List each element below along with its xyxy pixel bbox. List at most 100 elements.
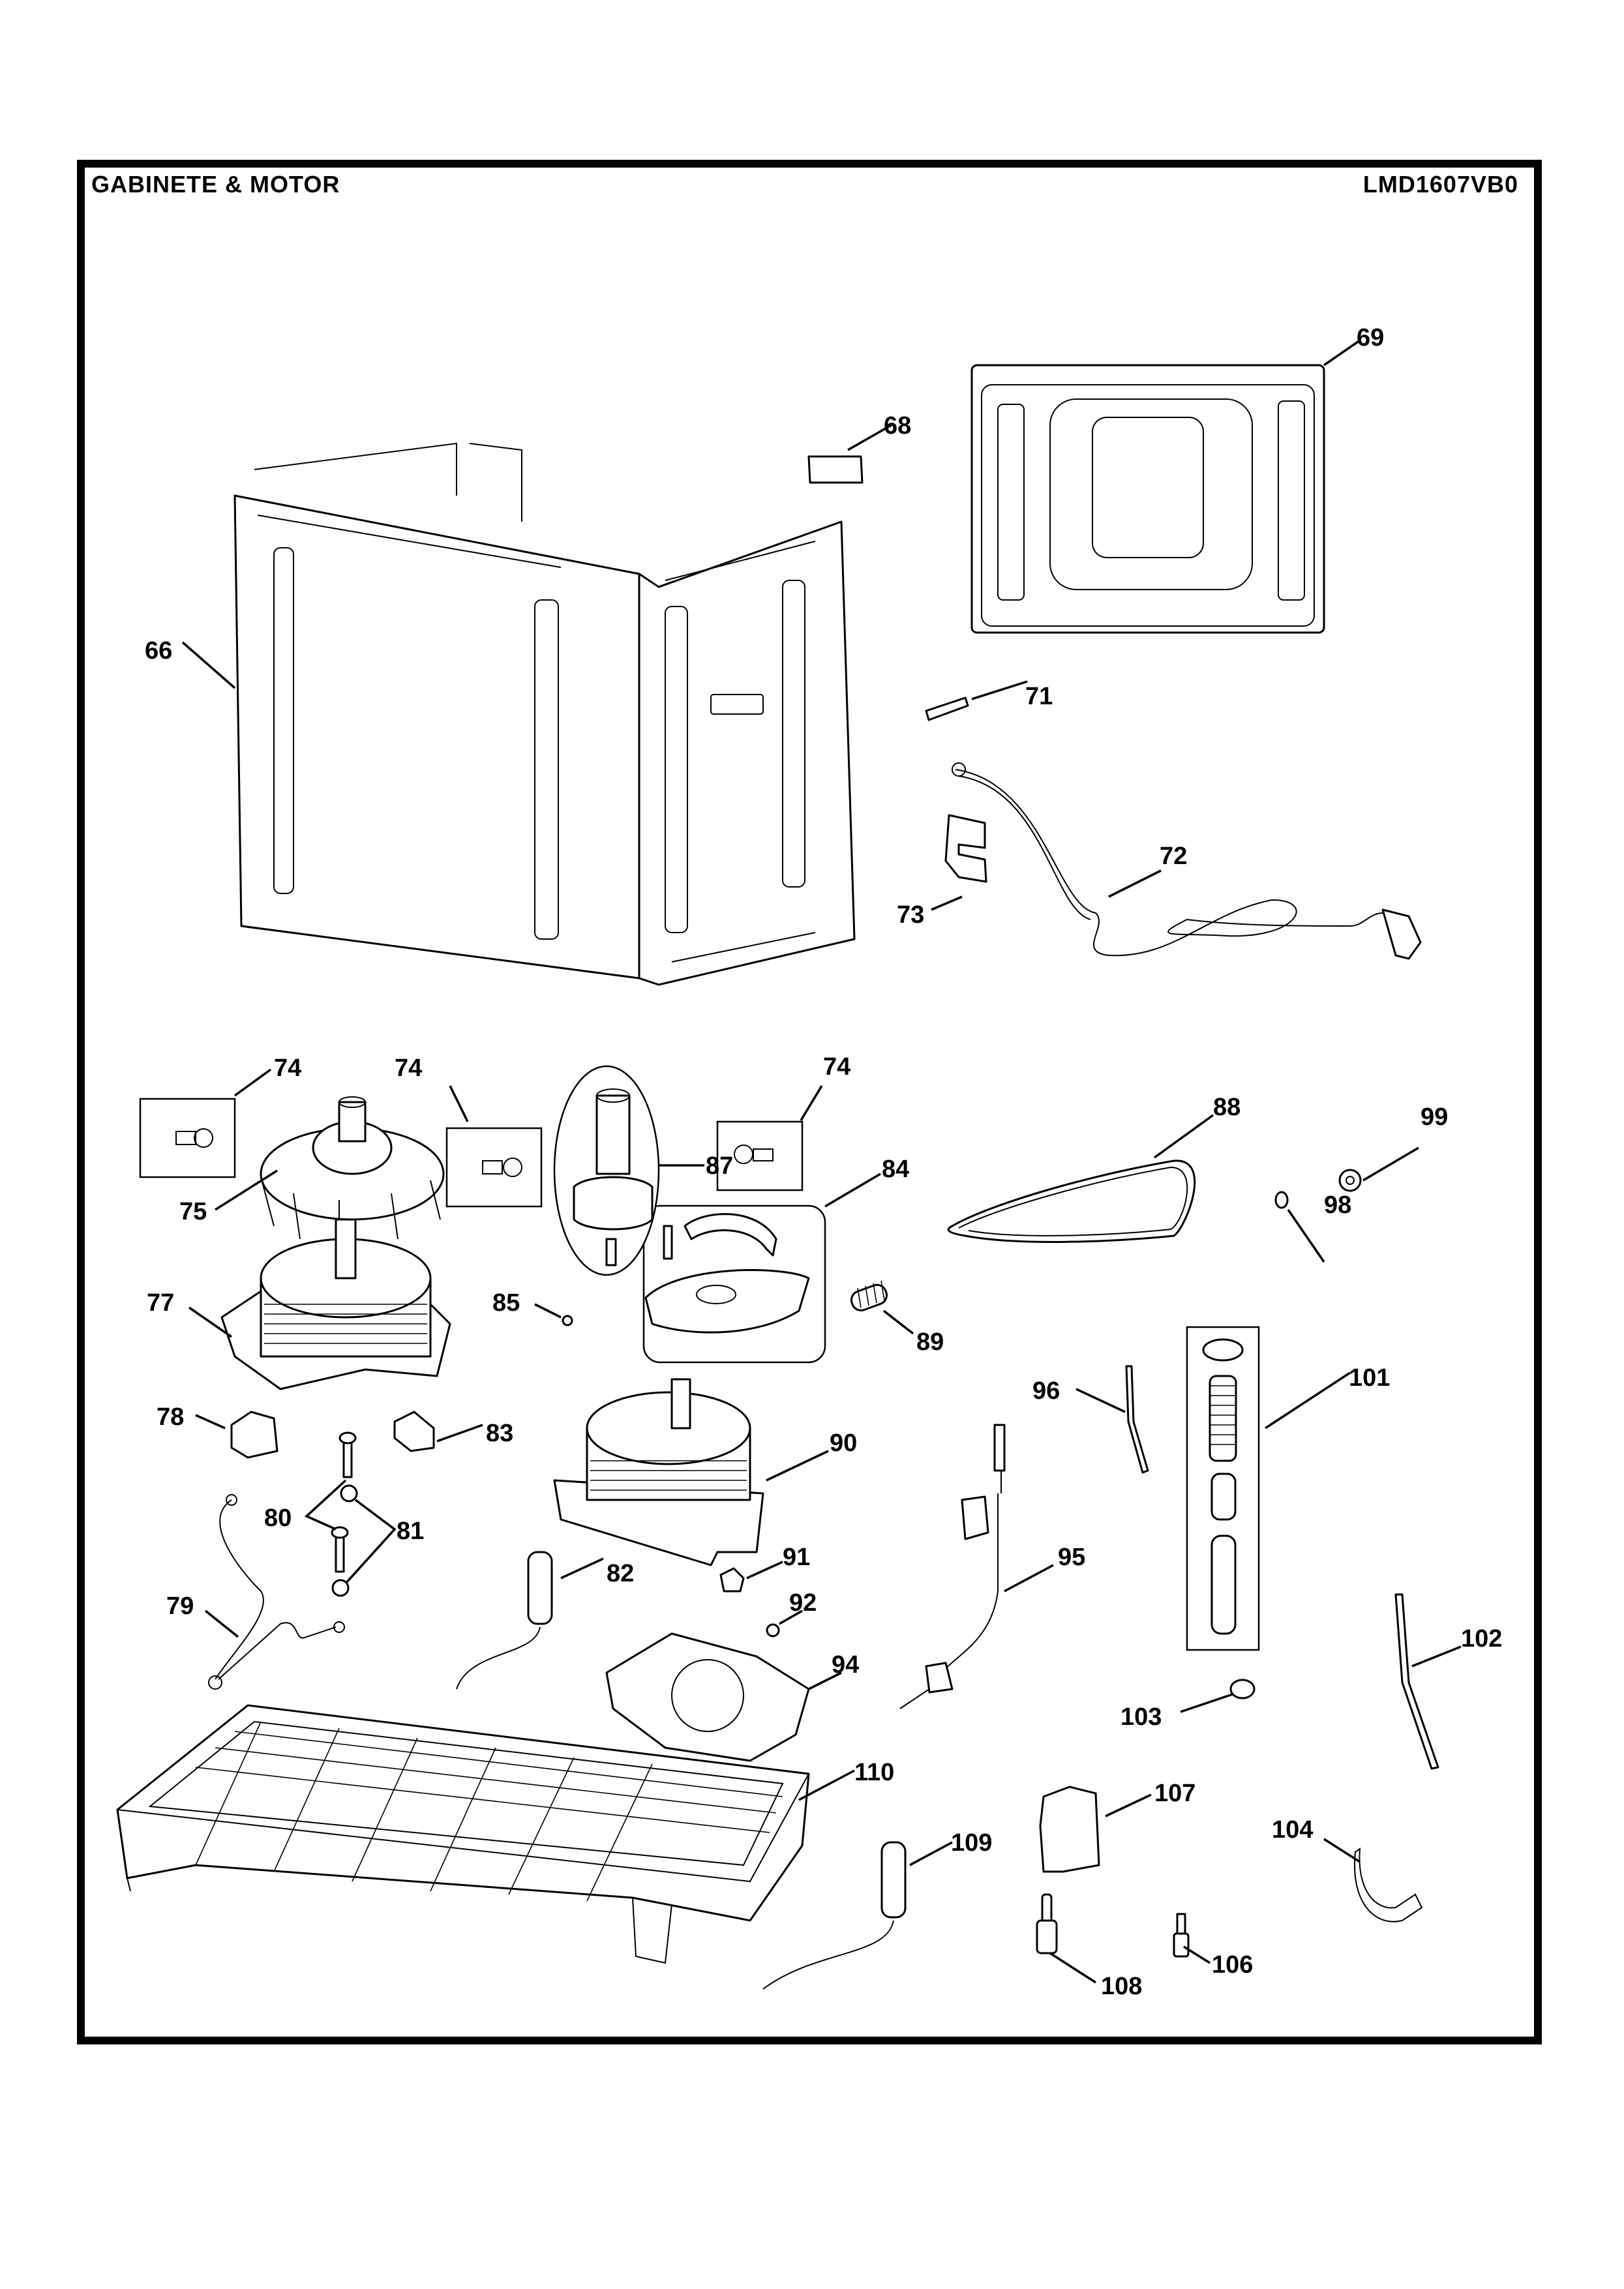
label-78: 78	[157, 1403, 184, 1431]
label-75: 75	[179, 1198, 207, 1225]
leader-96	[1075, 1388, 1126, 1413]
part-75-motor-pulley[interactable]	[260, 1096, 445, 1246]
leader-89	[882, 1309, 914, 1335]
leader-83	[436, 1424, 483, 1443]
label-74a: 74	[274, 1055, 301, 1082]
part-96-cable-tie[interactable]	[1125, 1365, 1149, 1474]
part-80-screw[interactable]	[331, 1431, 357, 1573]
part-82-capacitor[interactable]	[456, 1551, 553, 1690]
part-91-bushing[interactable]	[719, 1567, 745, 1593]
label-102: 102	[1461, 1625, 1502, 1653]
label-71: 71	[1025, 683, 1053, 710]
leader-74b	[449, 1085, 469, 1122]
label-101: 101	[1349, 1364, 1390, 1392]
part-69-top-frame[interactable]	[970, 364, 1325, 634]
label-74b: 74	[395, 1055, 422, 1082]
part-88-v-belt[interactable]	[947, 1159, 1196, 1243]
leader-103	[1180, 1693, 1233, 1713]
leader-75	[215, 1169, 278, 1211]
part-73-cord-clamp[interactable]	[944, 814, 987, 883]
model-number: LMD1607VB0	[1362, 171, 1518, 198]
part-94-mounting-plate[interactable]	[605, 1632, 810, 1762]
part-95-drain-motor-wire[interactable]	[899, 1424, 1006, 1709]
label-89: 89	[916, 1328, 944, 1356]
diagram-frame	[77, 160, 1542, 2044]
part-87-coupling[interactable]	[553, 1065, 660, 1276]
label-104: 104	[1272, 1816, 1313, 1844]
label-72: 72	[1160, 843, 1187, 870]
label-81: 81	[397, 1518, 424, 1545]
part-89-spring[interactable]	[849, 1280, 889, 1313]
leader-85	[534, 1303, 562, 1319]
label-92: 92	[789, 1589, 817, 1617]
leader-79	[204, 1609, 239, 1638]
leader-110	[798, 1769, 855, 1801]
label-106: 106	[1212, 1951, 1253, 1979]
leader-98	[1287, 1209, 1325, 1263]
leader-80	[304, 1479, 347, 1531]
part-98-nut[interactable]	[1274, 1191, 1289, 1209]
label-69: 69	[1357, 324, 1384, 352]
leader-101	[1265, 1371, 1351, 1429]
part-104-hose-clamp[interactable]	[1354, 1847, 1423, 1922]
leader-66	[181, 641, 236, 689]
label-74c: 74	[823, 1053, 850, 1081]
leader-73	[931, 895, 963, 911]
part-74-bolt-set-a[interactable]	[139, 1098, 236, 1178]
part-81-lock-washer[interactable]	[331, 1484, 358, 1597]
label-95: 95	[1058, 1544, 1085, 1571]
leader-91	[746, 1561, 783, 1579]
part-107-insulation-pad[interactable]	[1039, 1786, 1100, 1873]
label-66: 66	[145, 637, 172, 665]
part-109-capacitor[interactable]	[762, 1841, 907, 1990]
part-84-brake-assembly[interactable]	[642, 1204, 826, 1364]
part-77-wash-motor[interactable]	[220, 1218, 451, 1390]
label-96: 96	[1032, 1377, 1060, 1405]
part-66-cabinet[interactable]	[233, 442, 856, 986]
leader-108	[1049, 1952, 1096, 1984]
part-108-leveling-foot[interactable]	[1036, 1893, 1058, 1954]
label-84: 84	[882, 1156, 909, 1183]
part-85-nut[interactable]	[562, 1315, 573, 1326]
leader-104	[1323, 1838, 1361, 1863]
part-78-motor-cushion[interactable]	[230, 1411, 278, 1459]
label-85: 85	[492, 1289, 520, 1317]
part-110-base[interactable]	[116, 1704, 810, 1964]
part-83-rubber-foot[interactable]	[393, 1411, 435, 1452]
label-107: 107	[1154, 1780, 1195, 1807]
part-74-bolt-set-b[interactable]	[445, 1127, 543, 1208]
label-73: 73	[897, 901, 924, 929]
label-68: 68	[884, 412, 911, 440]
part-99-star-washer[interactable]	[1338, 1169, 1362, 1192]
leader-94	[808, 1671, 842, 1690]
part-68-plate[interactable]	[807, 455, 864, 484]
part-106-pin[interactable]	[1173, 1913, 1190, 1958]
leader-68	[847, 423, 894, 451]
part-103-cap[interactable]	[1229, 1679, 1256, 1699]
label-98: 98	[1324, 1191, 1351, 1219]
part-102-cable-tie[interactable]	[1394, 1593, 1439, 1770]
label-88: 88	[1213, 1094, 1241, 1121]
part-79-ground-wire[interactable]	[208, 1494, 345, 1690]
part-74-bolt-set-c[interactable]	[716, 1120, 804, 1191]
label-90: 90	[830, 1429, 857, 1457]
label-87: 87	[706, 1152, 733, 1180]
part-90-spin-motor[interactable]	[553, 1378, 764, 1566]
leader-92	[779, 1609, 803, 1625]
label-94: 94	[832, 1651, 859, 1679]
part-101-suspension-rod[interactable]	[1186, 1326, 1260, 1651]
part-71-tube-clip[interactable]	[925, 696, 969, 721]
leader-84	[824, 1173, 881, 1208]
leader-81	[344, 1499, 397, 1585]
leader-102	[1411, 1645, 1462, 1668]
label-99: 99	[1421, 1103, 1448, 1131]
label-82: 82	[607, 1560, 634, 1587]
leader-71	[971, 680, 1028, 700]
leader-77	[188, 1306, 232, 1338]
leader-69	[1323, 339, 1361, 367]
part-72-power-cord[interactable]	[952, 762, 1422, 960]
part-92-nut[interactable]	[766, 1623, 780, 1638]
label-108: 108	[1101, 1973, 1142, 2000]
leader-74a	[233, 1068, 272, 1097]
